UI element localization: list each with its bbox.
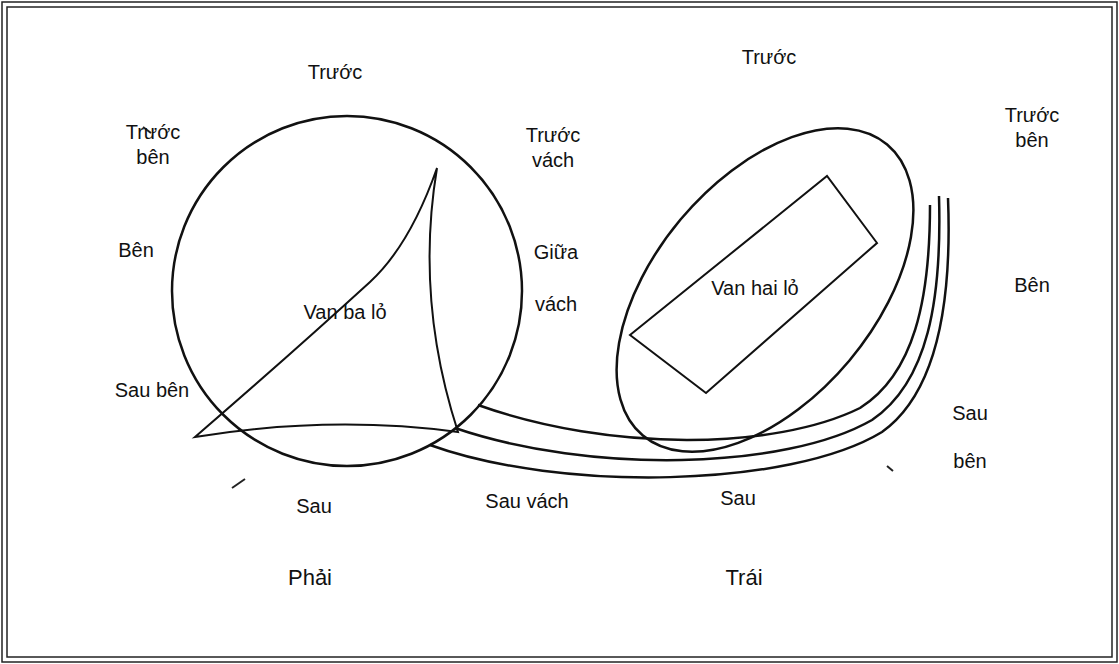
mitral-valve: Van hai lỏ bbox=[605, 112, 927, 472]
position-label: Bên bbox=[76, 238, 196, 263]
tick-mark bbox=[232, 479, 245, 488]
position-label: Sau bbox=[254, 494, 374, 519]
tick-mark bbox=[887, 466, 893, 471]
valve-opening bbox=[630, 176, 877, 393]
position-label: Giữa vách bbox=[531, 226, 581, 330]
position-label: Trước bên bbox=[122, 120, 184, 170]
valve-outline bbox=[168, 112, 526, 472]
position-label: Trái bbox=[684, 564, 804, 592]
position-label: Sau bbox=[678, 486, 798, 511]
position-label: Trước bbox=[275, 60, 395, 85]
position-label: Trước vách bbox=[522, 123, 584, 173]
position-label: Sau bên bbox=[948, 389, 993, 485]
position-label: Bên bbox=[972, 273, 1092, 298]
valve-name: Van hai lỏ bbox=[711, 276, 798, 301]
position-label: Trước bên bbox=[1001, 103, 1063, 153]
annulus-line bbox=[478, 205, 930, 440]
valve-opening bbox=[195, 168, 458, 437]
annulus-oval bbox=[559, 74, 972, 507]
position-label: Sau bên bbox=[92, 378, 212, 403]
annulus-line bbox=[430, 198, 949, 477]
position-label: Phải bbox=[250, 564, 370, 592]
inner-frame bbox=[7, 7, 1112, 657]
annulus-line bbox=[455, 196, 939, 460]
position-label: Trước bbox=[709, 45, 829, 70]
position-label: Sau vách bbox=[457, 489, 597, 514]
tricuspid-valve: Van ba lỏ bbox=[168, 112, 526, 472]
annulus-circle bbox=[172, 116, 522, 466]
valve-name: Van ba lỏ bbox=[303, 300, 386, 325]
